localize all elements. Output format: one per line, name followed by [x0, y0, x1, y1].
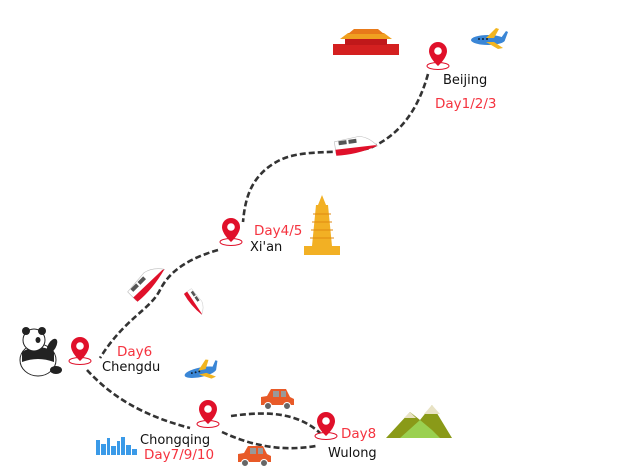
- train-icon: [183, 287, 209, 317]
- train-icon: [125, 260, 169, 303]
- car-icon: [237, 445, 272, 467]
- city-label-beijing: Beijing: [443, 73, 488, 88]
- pin-icon-wulong[interactable]: [314, 411, 338, 440]
- day-label-chengdu: Day6: [117, 344, 153, 360]
- train-icon: [333, 133, 379, 157]
- day-label-beijing: Day1/2/3: [435, 96, 497, 112]
- route-lines: [86, 73, 430, 450]
- panda-icon: [19, 327, 62, 377]
- mountain-icon: [386, 405, 452, 438]
- city-label-chengdu: Chengdu: [102, 360, 161, 375]
- day-label-chongqing: Day7/9/10: [144, 447, 215, 463]
- city-label-wulong: Wulong: [328, 446, 377, 461]
- route-chongqing-wulong-lower: [221, 430, 317, 450]
- pin-icon-xian[interactable]: [219, 217, 243, 246]
- tiananmen-icon: [333, 29, 399, 55]
- day-label-xian: Day4/5: [254, 223, 303, 239]
- car-icon: [260, 388, 295, 410]
- plane-icon: [182, 357, 221, 384]
- route-chongqing-wulong-upper: [230, 412, 321, 434]
- route-chengdu-chongqing: [86, 369, 191, 430]
- pin-icon-beijing[interactable]: [426, 41, 450, 70]
- route-xian-chengdu: [98, 248, 219, 359]
- pin-icon-chongqing[interactable]: [196, 399, 220, 428]
- skyline-icon: [96, 437, 137, 455]
- city-label-chongqing: Chongqing: [140, 433, 211, 448]
- city-label-xian: Xi'an: [250, 240, 283, 255]
- pagoda-icon: [304, 195, 340, 255]
- day-label-wulong: Day8: [341, 426, 377, 442]
- plane-icon: [471, 28, 508, 49]
- pin-icon-chengdu[interactable]: [68, 336, 92, 365]
- route-beijing-xian: [241, 73, 430, 223]
